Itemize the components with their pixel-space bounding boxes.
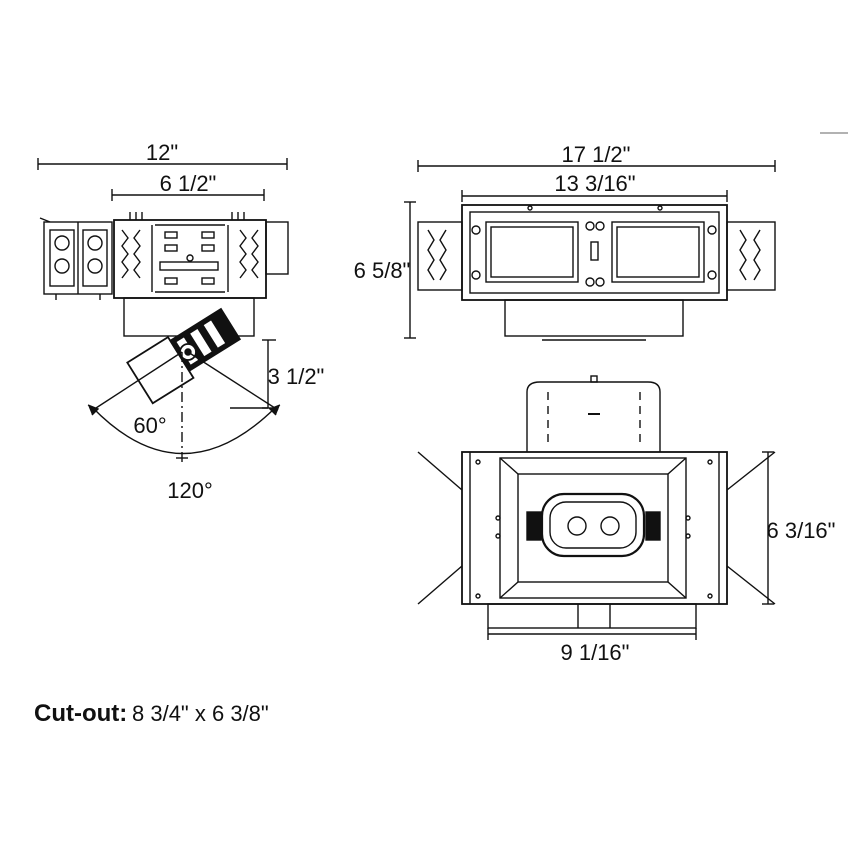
top-view [404,160,776,341]
cutout-label: Cut-out: [34,700,127,727]
bottom-width-label: 9 1/16" [561,640,630,665]
cutout-value: 8 3/4" x 6 3/8" [132,701,269,726]
frame [461,204,728,301]
bottom-view [417,375,776,640]
bottom-housing [461,451,728,605]
swing-arc [91,406,277,455]
top-height-label: 6 5/8" [354,258,411,283]
top-overall-width-label: 17 1/2" [562,142,631,167]
tilt-angle-label: 60° [133,413,166,438]
swing-angle-label: 120° [167,478,213,503]
tilt-depth-label: 3 1/2" [268,364,325,389]
bottom-depth-label: 6 3/16" [767,518,836,543]
side-body-width-label: 6 1/2" [160,171,217,196]
top-frame-width-label: 13 3/16" [554,171,635,196]
housing [113,219,267,299]
side-view [37,158,289,462]
side-overall-width-label: 12" [146,140,178,165]
